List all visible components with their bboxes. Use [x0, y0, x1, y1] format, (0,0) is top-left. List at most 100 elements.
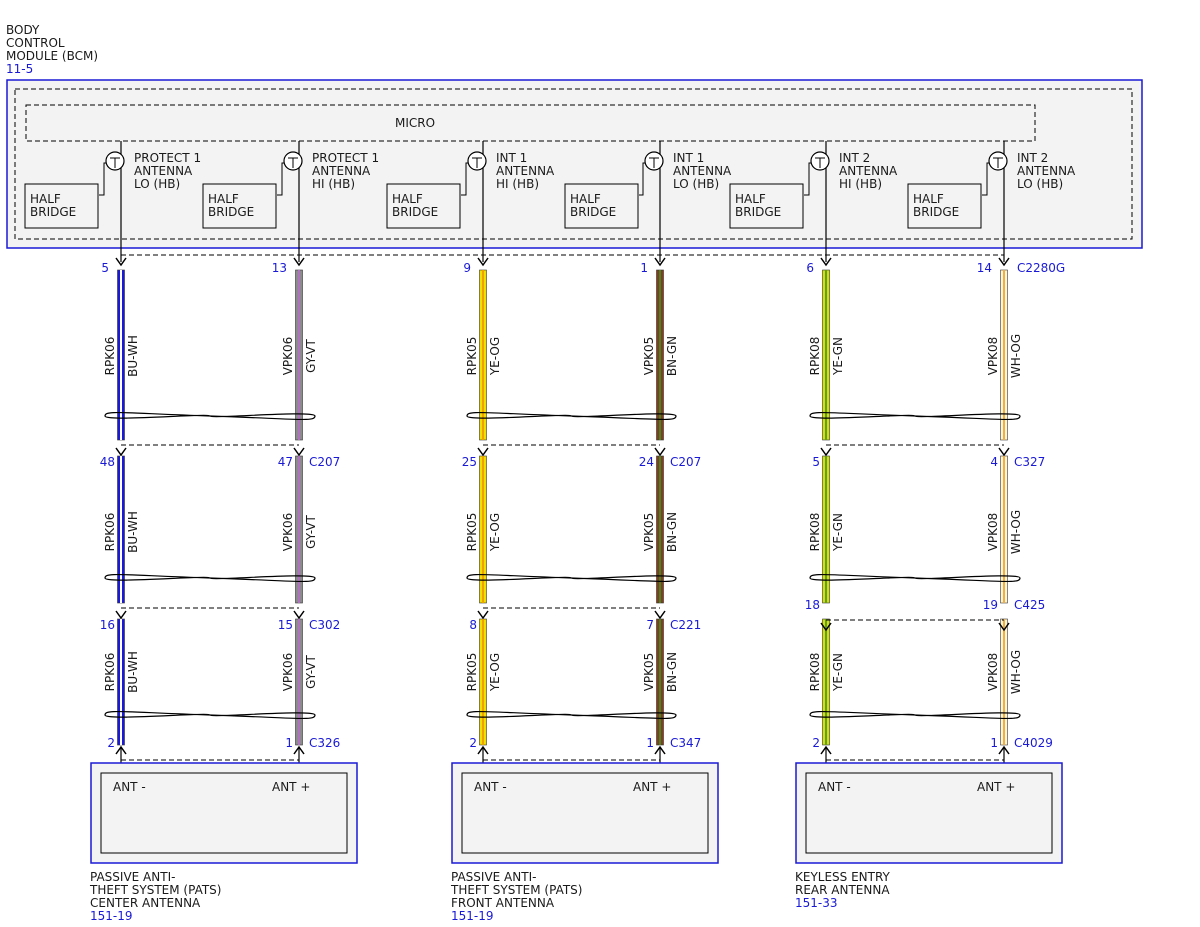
- half-bridge-label: BRIDGE: [735, 205, 781, 219]
- half-bridge-label: HALF: [735, 192, 766, 206]
- bridge-link: [804, 162, 811, 196]
- wire-color-label: YE-OG: [488, 337, 502, 376]
- bridge-link: [461, 162, 468, 196]
- connector-label[interactable]: C207: [309, 455, 340, 469]
- pin-number[interactable]: 4: [990, 455, 998, 469]
- pin-number[interactable]: 47: [278, 455, 293, 469]
- connector-label[interactable]: C347: [670, 736, 701, 750]
- twisted-pair-icon: [809, 411, 1021, 421]
- micro-label: MICRO: [395, 116, 435, 130]
- pin-number[interactable]: 7: [646, 618, 654, 632]
- pin-number[interactable]: 16: [100, 618, 115, 632]
- pin-number[interactable]: 2: [107, 736, 115, 750]
- bcm-pin-number[interactable]: 9: [463, 261, 471, 275]
- pin-number[interactable]: 25: [462, 455, 477, 469]
- pin-number[interactable]: 2: [812, 736, 820, 750]
- wire-color-label: BU-WH: [126, 335, 140, 377]
- transistor-gate-icon: [110, 157, 120, 168]
- pin-number[interactable]: 1: [990, 736, 998, 750]
- connector-label[interactable]: C425: [1014, 598, 1045, 612]
- half-bridge-label: BRIDGE: [570, 205, 616, 219]
- connector-label[interactable]: C326: [309, 736, 340, 750]
- bcm-pin-number[interactable]: 1: [640, 261, 648, 275]
- bcm-pin-number[interactable]: 14: [977, 261, 992, 275]
- connector-arrow-icon: [293, 610, 305, 620]
- wire-color-label: GY-VT: [304, 338, 318, 372]
- wire-circuit-label: VPK08: [986, 513, 1000, 552]
- connector-arrow-icon: [477, 447, 489, 457]
- pin-number[interactable]: 15: [278, 618, 293, 632]
- output-name-line: INT 1: [673, 151, 704, 165]
- wire-color-label: GY-VT: [304, 654, 318, 688]
- half-bridge-label: HALF: [570, 192, 601, 206]
- bridge-link: [982, 162, 989, 196]
- connector-label[interactable]: C327: [1014, 455, 1045, 469]
- bcm-connector-label[interactable]: C2280G: [1017, 261, 1065, 275]
- pin-number[interactable]: 1: [646, 736, 654, 750]
- connector-arrow-icon: [998, 447, 1010, 457]
- half-bridge-box: [24, 183, 99, 229]
- device-ref[interactable]: 151-33: [795, 896, 838, 910]
- pin-number[interactable]: 18: [805, 598, 820, 612]
- device-pin-plus: ANT +: [633, 780, 671, 794]
- wire-circuit-label: VPK05: [642, 513, 656, 552]
- wire-circuit-label: RPK08: [808, 513, 822, 552]
- device-ref[interactable]: 151-19: [90, 909, 133, 923]
- twisted-pair-icon: [809, 710, 1021, 720]
- connector-arrow-icon: [820, 257, 832, 267]
- half-bridge-box: [202, 183, 277, 229]
- wire-color-label: BU-WH: [126, 651, 140, 693]
- wire-circuit-label: RPK06: [103, 337, 117, 376]
- bridge-link: [277, 162, 284, 196]
- half-bridge-label: HALF: [913, 192, 944, 206]
- bcm-ref[interactable]: 11-5: [6, 62, 33, 76]
- wire-segment[interactable]: RPK06 BU-WH: [103, 269, 140, 441]
- half-bridge-box: [907, 183, 982, 229]
- connector-label[interactable]: C302: [309, 618, 340, 632]
- pin-number[interactable]: 48: [100, 455, 115, 469]
- pin-number[interactable]: 19: [983, 598, 998, 612]
- device-ref[interactable]: 151-19: [451, 909, 494, 923]
- connector-label[interactable]: C4029: [1014, 736, 1053, 750]
- device-inner-box: [461, 772, 709, 854]
- device-layer: ANT -ANT +PASSIVE ANTI-THEFT SYSTEM (PAT…: [89, 762, 1063, 923]
- output-name-line: HI (HB): [312, 177, 355, 191]
- pin-number[interactable]: 24: [639, 455, 654, 469]
- wire-circuit-label: VPK05: [642, 653, 656, 692]
- connector-arrow-icon: [654, 610, 666, 620]
- connector-label[interactable]: C207: [670, 455, 701, 469]
- bcm-title-line-1: BODY: [6, 23, 40, 37]
- pin-number[interactable]: 2: [469, 736, 477, 750]
- transistor-gate-icon: [993, 157, 1003, 168]
- device-name-line: REAR ANTENNA: [795, 883, 890, 897]
- wire-color-label: YE-GN: [831, 653, 845, 692]
- pin-number[interactable]: 1: [285, 736, 293, 750]
- device-pin-minus: ANT -: [113, 780, 146, 794]
- pin-number[interactable]: 5: [812, 455, 820, 469]
- half-bridge-label: BRIDGE: [392, 205, 438, 219]
- bcm-pin-number[interactable]: 5: [101, 261, 109, 275]
- connector-label[interactable]: C221: [670, 618, 701, 632]
- wire-circuit-label: VPK06: [281, 513, 295, 552]
- bcm-pin-number[interactable]: 6: [806, 261, 814, 275]
- bcm-pin-number[interactable]: 13: [272, 261, 287, 275]
- pin-number[interactable]: 8: [469, 618, 477, 632]
- wire-color-label: YE-GN: [831, 337, 845, 376]
